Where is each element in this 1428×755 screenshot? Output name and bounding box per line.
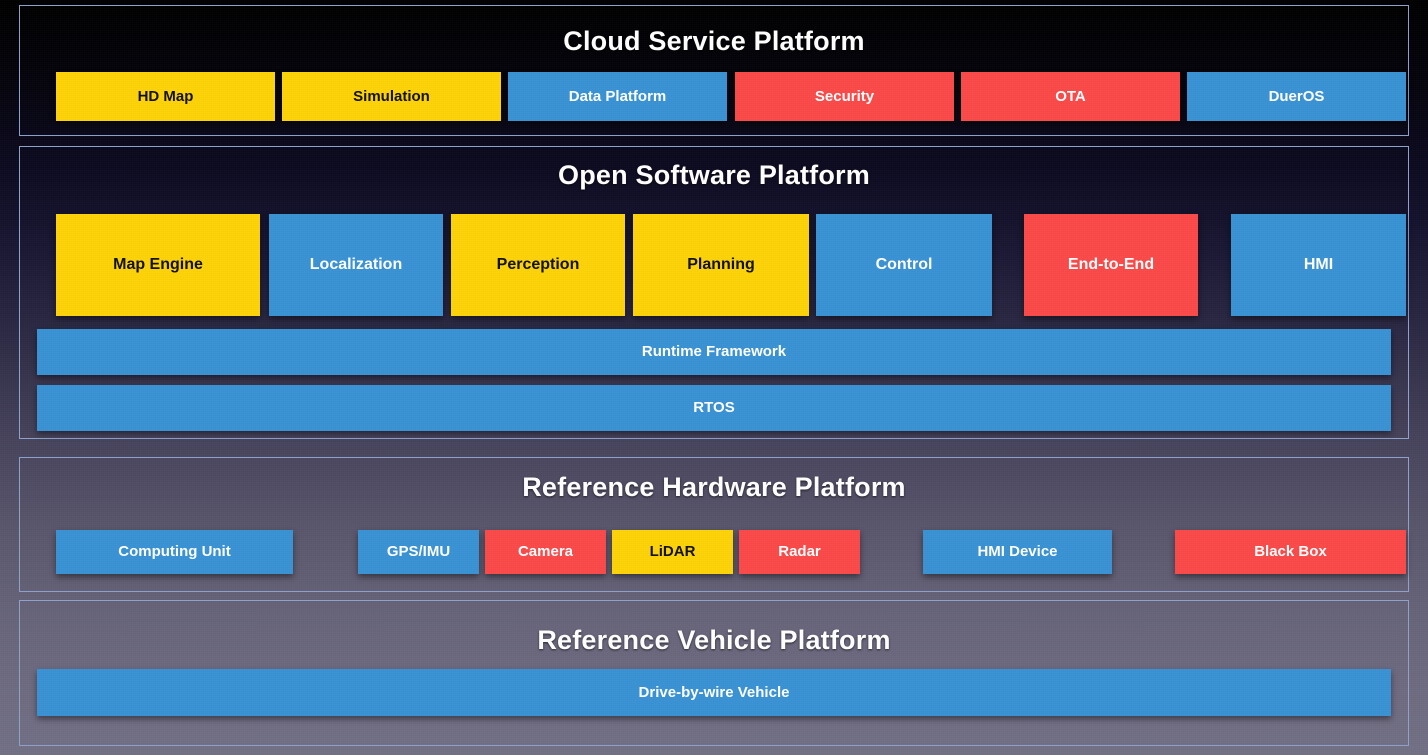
software-module-map-engine[interactable]: Map Engine (56, 214, 260, 316)
layer-title-hardware: Reference Hardware Platform (522, 472, 906, 502)
hardware-block-computing-unit[interactable]: Computing Unit (56, 530, 293, 574)
layer-title-vehicle: Reference Vehicle Platform (537, 625, 891, 655)
software-module-control[interactable]: Control (816, 214, 992, 316)
hardware-block-gps-imu[interactable]: GPS/IMU (358, 530, 479, 574)
software-module-localization[interactable]: Localization (269, 214, 443, 316)
vehicle-bar-drive-by-wire[interactable]: Drive-by-wire Vehicle (37, 669, 1391, 716)
hardware-block-lidar[interactable]: LiDAR (612, 530, 733, 574)
cloud-block-data-platform[interactable]: Data Platform (508, 72, 727, 121)
software-module-end-to-end[interactable]: End-to-End (1024, 214, 1198, 316)
layer-reference-vehicle-platform: Reference Vehicle Platform Drive-by-wire… (19, 600, 1409, 746)
hardware-block-hmi-device[interactable]: HMI Device (923, 530, 1112, 574)
software-module-perception[interactable]: Perception (451, 214, 625, 316)
hardware-block-black-box[interactable]: Black Box (1175, 530, 1406, 574)
layer-title-software: Open Software Platform (558, 160, 870, 190)
cloud-block-ota[interactable]: OTA (961, 72, 1180, 121)
cloud-block-hd-map[interactable]: HD Map (56, 72, 275, 121)
software-bar-rtos[interactable]: RTOS (37, 385, 1391, 431)
cloud-block-security[interactable]: Security (735, 72, 954, 121)
layer-title-cloud: Cloud Service Platform (563, 26, 865, 56)
layer-reference-hardware-platform: Reference Hardware Platform Computing Un… (19, 457, 1409, 592)
hardware-block-radar[interactable]: Radar (739, 530, 860, 574)
hardware-block-camera[interactable]: Camera (485, 530, 606, 574)
cloud-block-dueros[interactable]: DuerOS (1187, 72, 1406, 121)
software-module-hmi[interactable]: HMI (1231, 214, 1406, 316)
software-bar-runtime-framework[interactable]: Runtime Framework (37, 329, 1391, 375)
software-module-planning[interactable]: Planning (633, 214, 809, 316)
cloud-block-simulation[interactable]: Simulation (282, 72, 501, 121)
